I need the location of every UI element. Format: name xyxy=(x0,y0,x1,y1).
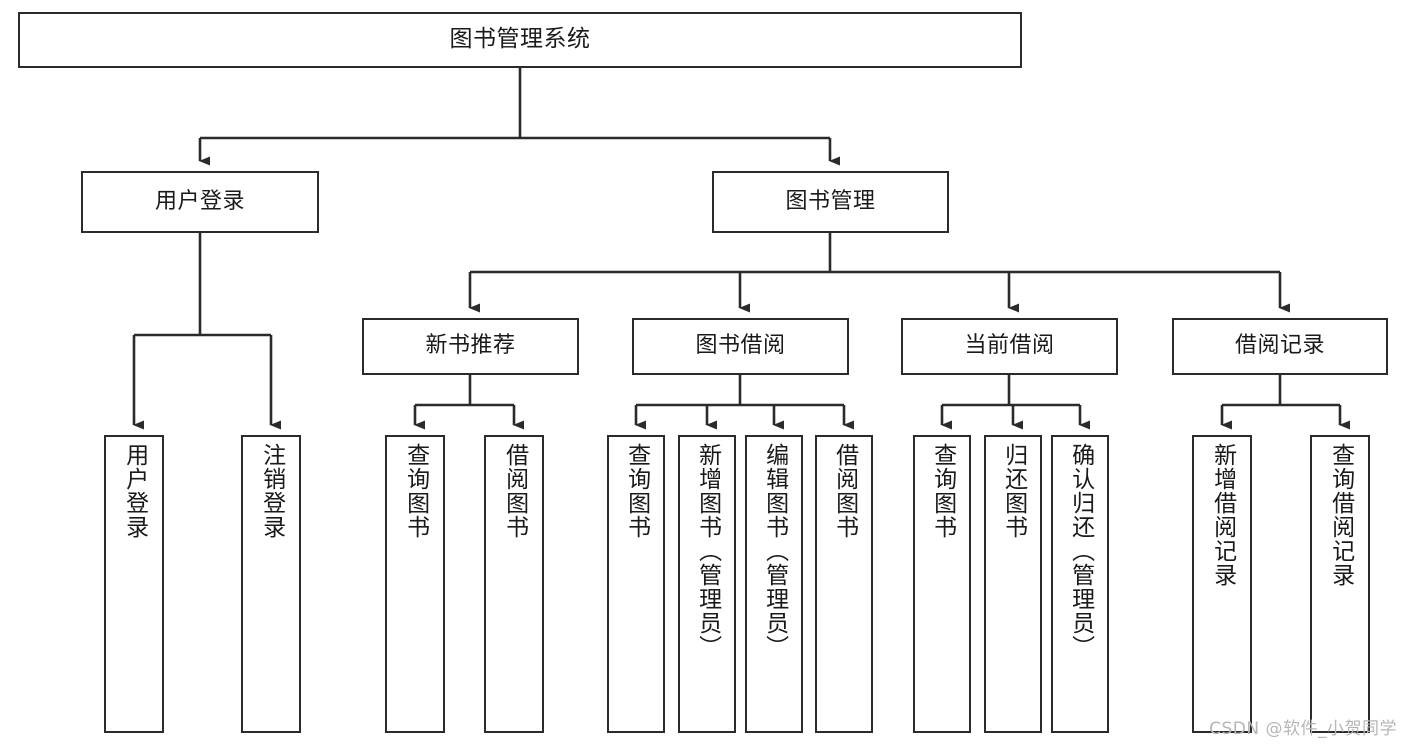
node-leaf-logout[interactable]: 注销登录 xyxy=(241,435,301,733)
node-new-book-recommend[interactable]: 新书推荐 xyxy=(362,318,579,375)
node-new-book-recommend-label: 新书推荐 xyxy=(425,333,516,359)
node-leaf-borrow-book[interactable]: 借阅图书 xyxy=(815,435,873,733)
node-user-login[interactable]: 用户登录 xyxy=(81,171,319,233)
node-book-management-label: 图书管理 xyxy=(785,188,876,214)
node-borrow-record[interactable]: 借阅记录 xyxy=(1172,318,1388,375)
node-leaf-query-record[interactable]: 查询借阅记录 xyxy=(1310,435,1370,733)
node-leaf-return-book[interactable]: 归还图书 xyxy=(984,435,1042,733)
node-current-borrow[interactable]: 当前借阅 xyxy=(901,318,1118,375)
node-user-login-label: 用户登录 xyxy=(154,188,245,214)
node-book-management[interactable]: 图书管理 xyxy=(712,171,949,233)
node-leaf-add-book-label: 新增图书（管理员） xyxy=(694,443,721,659)
node-leaf-edit-book[interactable]: 编辑图书（管理员） xyxy=(745,435,803,733)
node-leaf-add-book[interactable]: 新增图书（管理员） xyxy=(678,435,736,733)
node-leaf-query-book-current[interactable]: 查询图书 xyxy=(913,435,971,733)
node-leaf-query-book-rec-label: 查询图书 xyxy=(402,443,429,539)
watermark-text: CSDN @软件_小贺同学 xyxy=(1209,719,1397,739)
node-leaf-user-login-label: 用户登录 xyxy=(121,443,148,539)
node-leaf-return-book-label: 归还图书 xyxy=(1000,443,1027,539)
node-leaf-query-book-borrow-label: 查询图书 xyxy=(623,443,650,539)
node-current-borrow-label: 当前借阅 xyxy=(964,333,1055,359)
node-leaf-query-book-current-label: 查询图书 xyxy=(929,443,956,539)
node-leaf-query-record-label: 查询借阅记录 xyxy=(1327,443,1354,587)
node-leaf-borrow-book-label: 借阅图书 xyxy=(831,443,858,539)
node-leaf-logout-label: 注销登录 xyxy=(258,443,285,539)
node-root-label: 图书管理系统 xyxy=(449,26,591,53)
node-leaf-query-book-borrow[interactable]: 查询图书 xyxy=(607,435,665,733)
node-leaf-add-record-label: 新增借阅记录 xyxy=(1209,443,1236,587)
node-leaf-confirm-return-label: 确认归还（管理员） xyxy=(1067,443,1094,659)
node-leaf-edit-book-label: 编辑图书（管理员） xyxy=(761,443,788,659)
node-leaf-borrow-book-rec-label: 借阅图书 xyxy=(501,443,528,539)
node-leaf-borrow-book-rec[interactable]: 借阅图书 xyxy=(484,435,544,733)
node-leaf-query-book-rec[interactable]: 查询图书 xyxy=(385,435,445,733)
node-leaf-add-record[interactable]: 新增借阅记录 xyxy=(1192,435,1252,733)
node-leaf-user-login[interactable]: 用户登录 xyxy=(104,435,164,733)
node-leaf-confirm-return[interactable]: 确认归还（管理员） xyxy=(1051,435,1109,733)
node-book-borrow-label: 图书借阅 xyxy=(695,333,786,359)
node-root[interactable]: 图书管理系统 xyxy=(18,12,1022,68)
node-borrow-record-label: 借阅记录 xyxy=(1234,333,1325,359)
node-book-borrow[interactable]: 图书借阅 xyxy=(632,318,849,375)
